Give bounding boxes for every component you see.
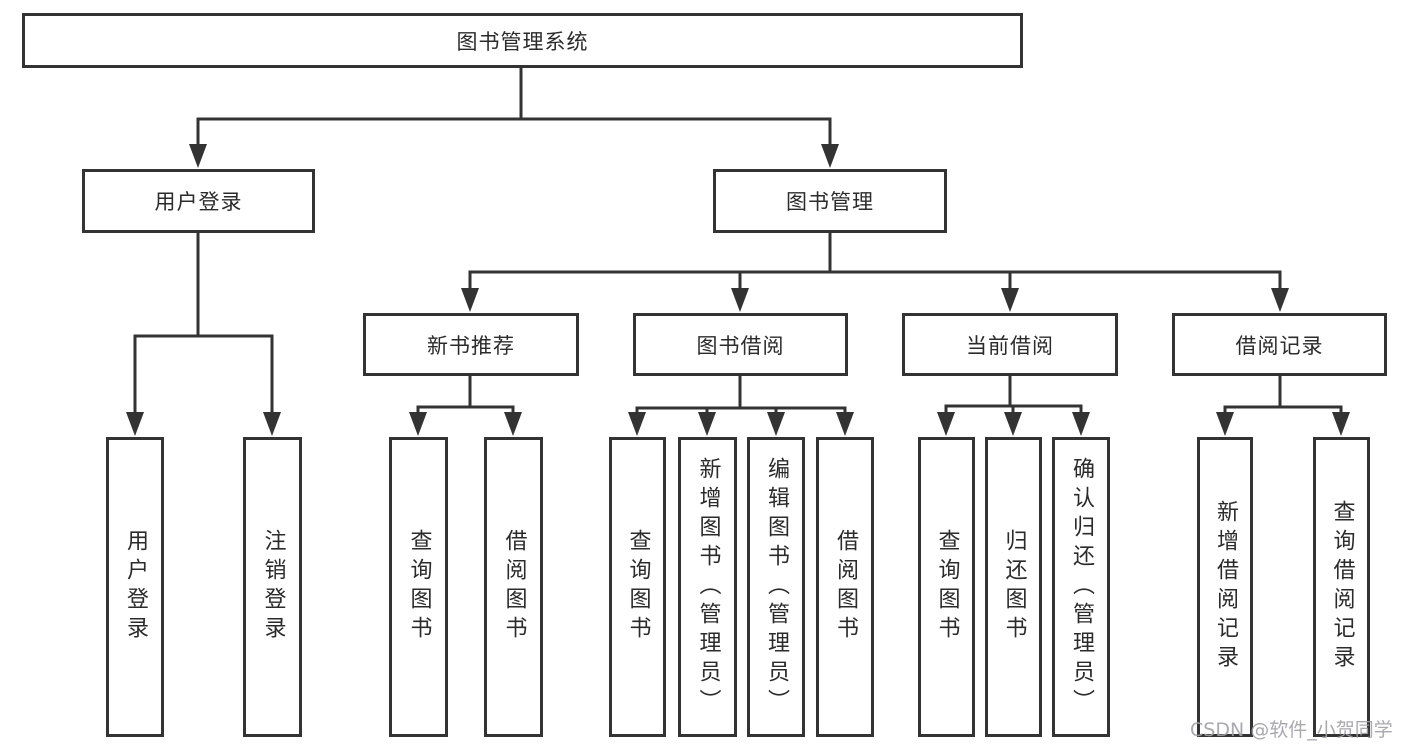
leaf-current-query-books: 查询图书 <box>918 437 975 737</box>
node-user-login: 用户登录 <box>82 169 315 233</box>
arrowheads-book-borrow-children <box>628 412 854 436</box>
leaf-newrec-query-books: 查询图书 <box>389 437 448 737</box>
arrowheads-current-borrow-children <box>937 412 1090 436</box>
leaf-newrec-borrow-books-label: 借阅图书 <box>501 529 527 645</box>
leaf-user-login-label: 用户登录 <box>123 529 148 645</box>
node-book-mgmt: 图书管理 <box>713 169 947 233</box>
leaf-records-add-record-label: 新增借阅记录 <box>1213 500 1238 674</box>
csdn-watermark: CSDN @软件_小贺同学 <box>1190 719 1393 741</box>
connector-root-to-level2 <box>196 66 832 154</box>
arrowheads-new-book-rec-children <box>409 412 522 436</box>
leaf-borrow-query-books-label: 查询图书 <box>625 529 651 645</box>
leaf-logout: 注销登录 <box>243 437 302 737</box>
arrowheads-book-mgmt-children <box>461 288 1289 312</box>
node-new-book-rec-label: 新书推荐 <box>427 333 515 358</box>
leaf-borrow-add-books-admin-label: 新增图书（管理员） <box>695 456 721 718</box>
leaf-borrow-query-books: 查询图书 <box>609 437 666 737</box>
connector-book-mgmt-children <box>468 231 1282 298</box>
leaf-records-add-record: 新增借阅记录 <box>1197 437 1253 737</box>
node-current-borrow: 当前借阅 <box>902 313 1118 376</box>
leaf-current-query-books-label: 查询图书 <box>934 529 960 645</box>
node-borrow-records: 借阅记录 <box>1172 313 1387 376</box>
leaf-current-return-books-label: 归还图书 <box>1001 529 1027 645</box>
node-book-borrow-label: 图书借阅 <box>696 333 785 358</box>
node-root-label: 图书管理系统 <box>456 29 589 54</box>
node-book-mgmt-label: 图书管理 <box>786 190 874 214</box>
leaf-borrow-add-books-admin: 新增图书（管理员） <box>678 437 737 737</box>
node-book-borrow: 图书借阅 <box>633 313 848 376</box>
leaf-borrow-edit-books-admin: 编辑图书（管理员） <box>747 437 805 737</box>
leaf-records-query-record-label: 查询借阅记录 <box>1329 500 1355 674</box>
leaf-current-return-books: 归还图书 <box>985 437 1042 737</box>
leaf-records-query-record: 查询借阅记录 <box>1313 437 1370 737</box>
leaf-current-confirm-return-admin-label: 确认归还（管理员） <box>1069 456 1094 718</box>
leaf-current-confirm-return-admin: 确认归还（管理员） <box>1052 437 1110 737</box>
arrowheads-user-login-children <box>126 412 281 436</box>
leaf-user-login: 用户登录 <box>106 437 164 737</box>
leaf-newrec-borrow-books: 借阅图书 <box>484 437 543 737</box>
node-user-login-label: 用户登录 <box>154 190 243 214</box>
connector-book-borrow-children <box>635 374 847 422</box>
leaf-borrow-borrow-books: 借阅图书 <box>816 437 874 737</box>
arrowheads-borrow-records-children <box>1216 412 1350 436</box>
node-root: 图书管理系统 <box>22 13 1023 68</box>
leaf-borrow-borrow-books-label: 借阅图书 <box>833 529 858 645</box>
node-new-book-rec: 新书推荐 <box>363 313 579 376</box>
leaf-newrec-query-books-label: 查询图书 <box>406 529 432 645</box>
connector-new-book-rec-children <box>416 374 515 422</box>
arrowheads-root-to-level2 <box>189 144 839 168</box>
node-current-borrow-label: 当前借阅 <box>966 333 1054 358</box>
leaf-borrow-edit-books-admin-label: 编辑图书（管理员） <box>764 456 789 718</box>
leaf-logout-label: 注销登录 <box>260 529 286 645</box>
node-borrow-records-label: 借阅记录 <box>1235 333 1324 358</box>
connector-user-login-children <box>133 231 274 422</box>
connector-borrow-records-children <box>1223 374 1343 422</box>
